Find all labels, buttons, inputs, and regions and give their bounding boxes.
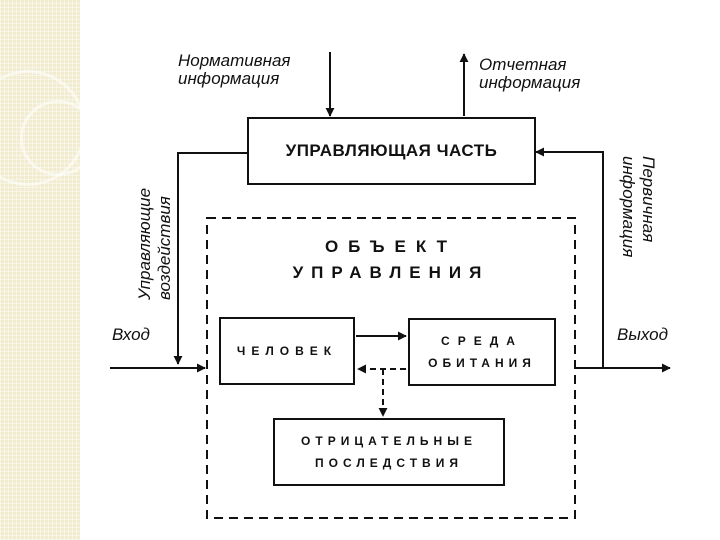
arrow-control-actions xyxy=(173,152,248,365)
environment-label-2: ОБИТАНИЯ xyxy=(428,356,536,370)
exit-label: Выход xyxy=(617,325,669,344)
consequences-label-1: ОТРИЦАТЕЛЬНЫЕ xyxy=(301,434,477,448)
object-title: ОБЪЕКТ УПРАВЛЕНИЯ xyxy=(292,237,490,282)
human-label: ЧЕЛОВЕК xyxy=(236,344,338,358)
control-part-box: УПРАВЛЯЮЩАЯ ЧАСТЬ xyxy=(247,117,536,185)
decorative-ring xyxy=(20,100,96,176)
control-part-label: УПРАВЛЯЮЩАЯ ЧАСТЬ xyxy=(285,141,498,160)
environment-label-1: СРЕДА xyxy=(441,334,523,348)
human-box: ЧЕЛОВЕК xyxy=(219,317,355,385)
consequences-label-2: ПОСЛЕДСТВИЯ xyxy=(315,456,463,470)
entry-label: Вход xyxy=(112,325,150,344)
decorative-sidebar xyxy=(0,0,96,540)
arrow-primary-info xyxy=(535,147,604,368)
consequences-box: ОТРИЦАТЕЛЬНЫЕ ПОСЛЕДСТВИЯ xyxy=(273,418,505,486)
environment-box: СРЕДА ОБИТАНИЯ xyxy=(408,318,556,386)
